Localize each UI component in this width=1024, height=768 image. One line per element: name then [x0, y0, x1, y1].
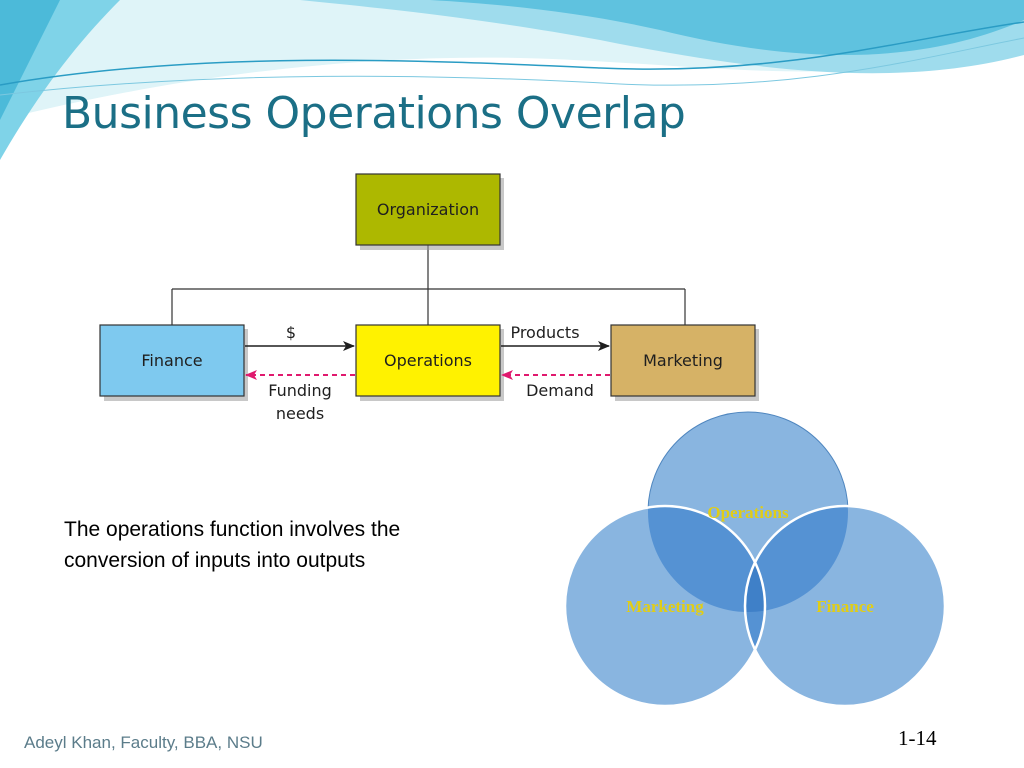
- marketing-label: Marketing: [643, 351, 723, 370]
- funding-label-line2: needs: [276, 404, 324, 423]
- footer-author: Adeyl Khan, Faculty, BBA, NSU: [24, 733, 263, 752]
- slide-number: 1-14: [898, 726, 937, 750]
- funding-label-line1: Funding: [268, 381, 332, 400]
- finance-label: Finance: [141, 351, 202, 370]
- products-label: Products: [510, 323, 579, 342]
- organization-box: Organization: [355, 173, 501, 246]
- org-connectors: [171, 244, 686, 325]
- operations-box: Operations: [355, 324, 501, 397]
- venn-label-operations: Operations: [707, 503, 789, 522]
- marketing-box: Marketing: [610, 324, 756, 397]
- header-waves: [0, 0, 1024, 160]
- demand-label: Demand: [526, 381, 594, 400]
- venn-label-marketing: Marketing: [626, 597, 704, 616]
- operations-label: Operations: [384, 351, 472, 370]
- finance-box: Finance: [99, 324, 245, 397]
- organization-label: Organization: [377, 200, 479, 219]
- dollar-label: $: [286, 323, 296, 342]
- venn-label-finance: Finance: [816, 597, 874, 616]
- body-text: The operations function involves the con…: [64, 518, 401, 572]
- slide-title: Business Operations Overlap: [62, 88, 686, 139]
